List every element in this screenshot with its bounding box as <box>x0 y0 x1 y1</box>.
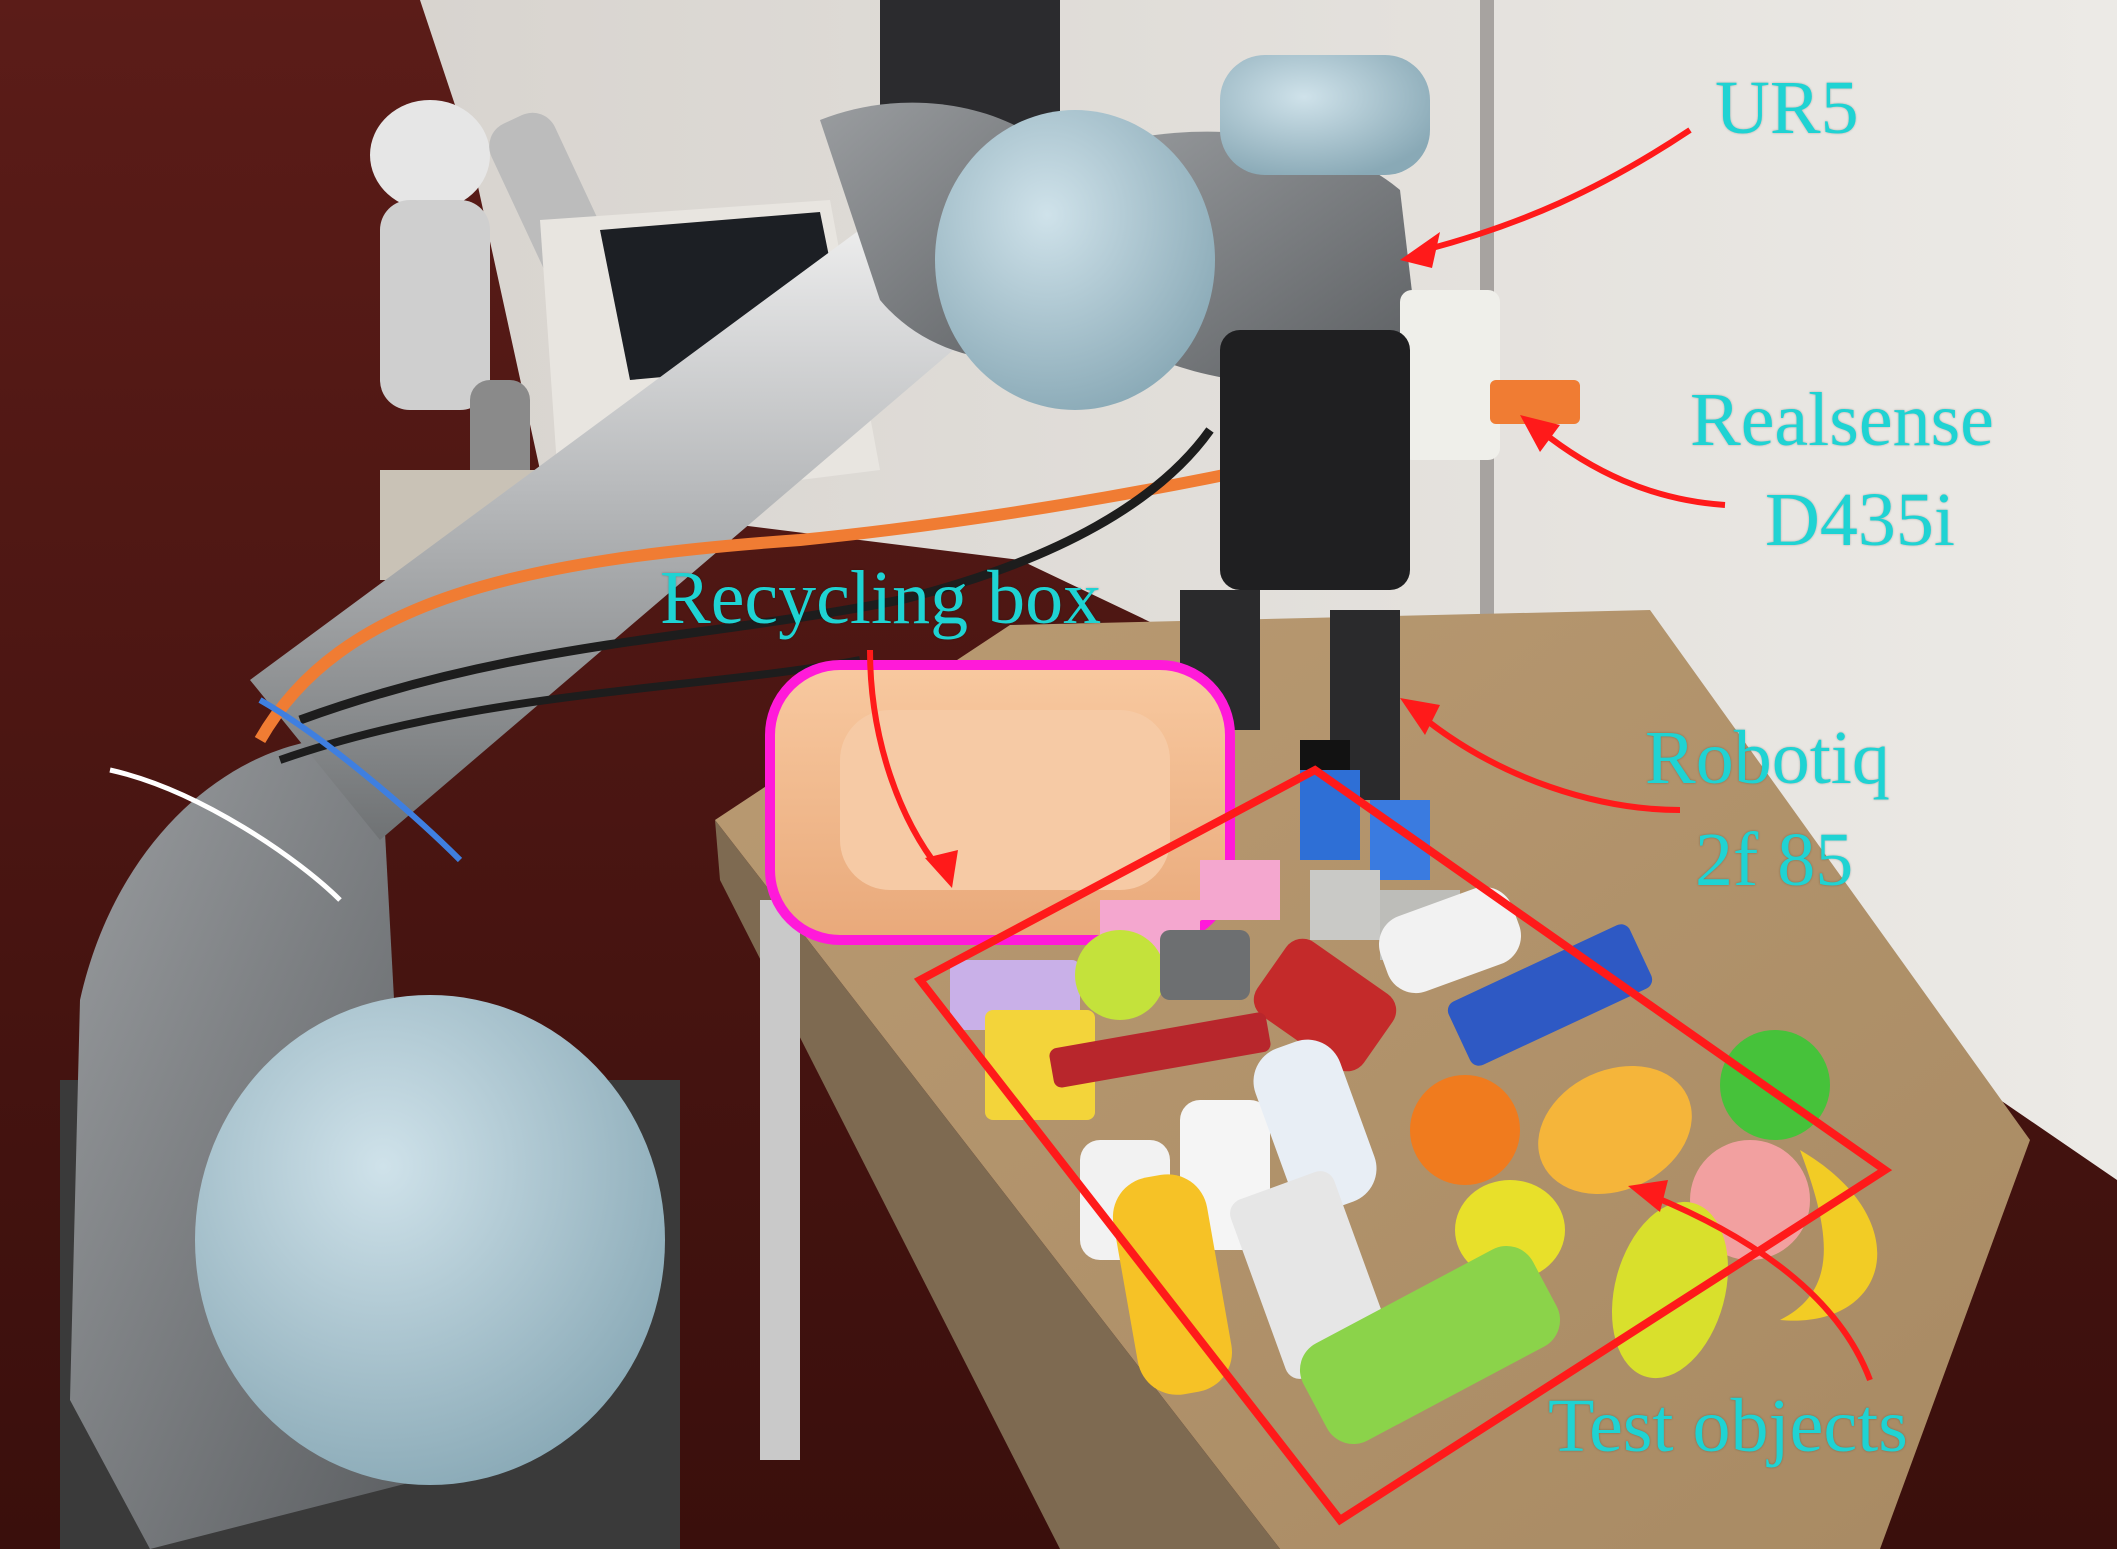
arm-elbow-cap <box>935 110 1215 410</box>
test-area-outline <box>913 765 1893 1526</box>
arrow-recycling-box <box>867 649 943 872</box>
test-objects <box>950 770 1878 1445</box>
black-cable <box>298 427 1214 725</box>
label-realsense-line1: Realsense <box>1690 378 1994 462</box>
arm-base-cap <box>195 995 665 1485</box>
label-test-objects: Test objects <box>1548 1384 1908 1468</box>
table-side <box>715 820 1280 1549</box>
arrow-robotiq <box>1418 712 1681 813</box>
arrow-test-objects <box>1648 1192 1873 1382</box>
arrow-ur5 <box>1424 127 1692 253</box>
realsense-camera <box>1400 290 1580 460</box>
arm-wrist-top-cap <box>1220 55 1430 175</box>
ur5-robot-arm <box>60 55 1562 1549</box>
label-robotiq-line1: Robotiq <box>1645 716 1890 800</box>
label-realsense-line2: D435i <box>1765 478 1955 562</box>
label-robotiq-line2: 2f 85 <box>1695 818 1854 902</box>
table-leg <box>760 900 800 1460</box>
robotiq-gripper <box>1180 330 1410 840</box>
recycling-box <box>765 660 1235 945</box>
label-ur5: UR5 <box>1715 66 1859 150</box>
label-recycling-box: Recycling box <box>660 556 1102 640</box>
annotation-arrows <box>867 127 1873 1382</box>
arrow-realsense <box>1538 427 1726 508</box>
